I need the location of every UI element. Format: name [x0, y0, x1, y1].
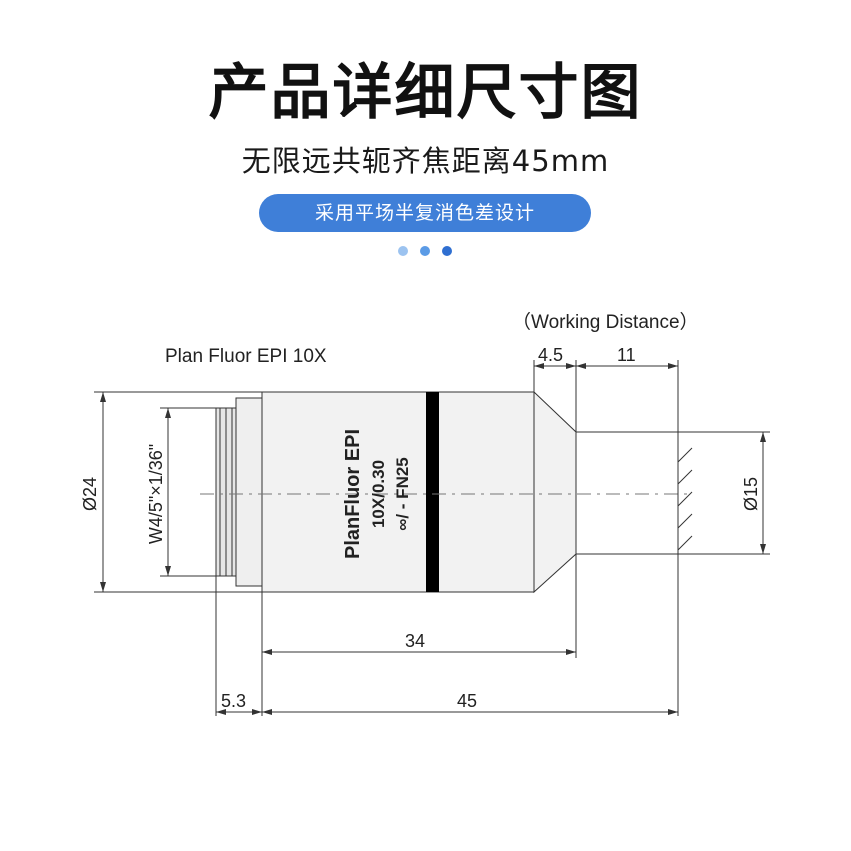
page-title: 产品详细尺寸图	[208, 58, 643, 128]
barrel-engraving-line1: PlanFluor EPI	[342, 429, 364, 559]
objective-barrel	[261, 391, 535, 593]
color-ring	[426, 392, 439, 592]
barrel-length-label: 34	[405, 631, 425, 651]
objective-nose	[533, 390, 577, 594]
barrel-engraving-line2: 10X/0.30	[369, 460, 388, 528]
collar-section	[235, 397, 263, 587]
dimension-lines	[94, 360, 770, 716]
working-distance-label: （Working Distance）	[512, 311, 699, 333]
model-label: Plan Fluor EPI 10X	[165, 346, 327, 367]
design-badge: 采用平场半复消色差设计	[259, 194, 591, 232]
thread-spec-label: W4/5"×1/36"	[146, 444, 166, 544]
working-distance-value: 11	[617, 345, 636, 365]
page-subtitle: 无限远共轭齐焦距离45mm	[241, 144, 610, 178]
body-diameter-label: Ø24	[80, 477, 100, 511]
tip-length-label: 4.5	[538, 345, 563, 365]
focal-plane-hatching	[677, 440, 693, 560]
thread-length-label: 5.3	[221, 691, 246, 711]
arrowheads	[100, 363, 766, 715]
front-diameter-label: Ø15	[741, 477, 761, 511]
dot-3	[442, 246, 452, 256]
pagination-dots	[398, 246, 458, 258]
parfocal-distance-label: 45	[457, 691, 477, 711]
dot-1	[398, 246, 408, 256]
barrel-engraving-line3: ∞/ - FN25	[393, 457, 412, 531]
dot-2	[420, 246, 430, 256]
